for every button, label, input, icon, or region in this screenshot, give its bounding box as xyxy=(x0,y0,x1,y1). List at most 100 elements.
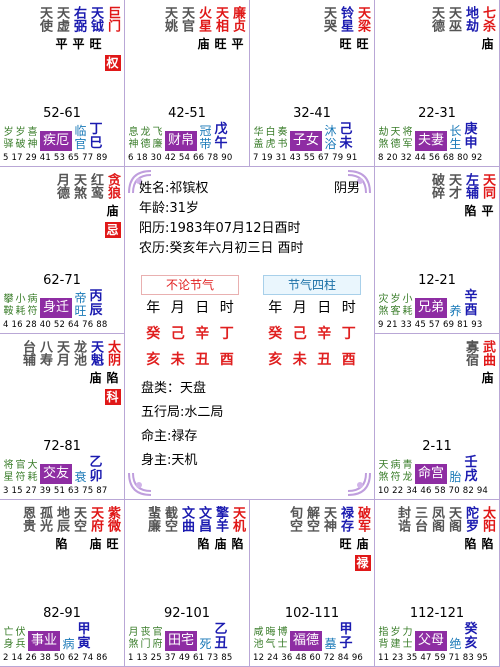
star: 红鸾 xyxy=(88,173,103,238)
gan: 丁 xyxy=(341,326,356,342)
star-brightness: 旺 xyxy=(339,37,352,51)
minor-char: 将 xyxy=(3,460,14,471)
star-brightness: 陷 xyxy=(464,204,477,218)
minor-char: 病 xyxy=(27,294,38,305)
star: 天神 xyxy=(321,506,336,571)
palace-name-badge[interactable]: 身迁 xyxy=(40,298,73,318)
palace-name-badge[interactable]: 父母 xyxy=(415,631,448,651)
hua-badge: 科 xyxy=(104,389,121,405)
gan: 己 xyxy=(170,326,185,342)
hua-badge: 权 xyxy=(104,55,121,71)
minor-char: 岁 xyxy=(15,127,26,138)
stage-char: 带 xyxy=(199,137,212,151)
key-day: 日 xyxy=(195,300,210,316)
star-name: 天巫 xyxy=(446,6,461,32)
age-range: 62-71 xyxy=(43,273,81,288)
ganzhi-char: 乙 xyxy=(214,622,228,637)
palace-name-badge[interactable]: 子女 xyxy=(290,131,323,151)
palace-name-badge[interactable]: 事业 xyxy=(28,631,61,651)
minor-star: 博士 xyxy=(277,627,288,651)
age-range: 72-81 xyxy=(43,439,81,454)
palace-middle: 月煞丧门官府田宅死乙丑 xyxy=(128,623,246,651)
changsheng-stage: 养 xyxy=(449,305,462,318)
palace-name-badge[interactable]: 疾厄 xyxy=(40,131,73,151)
minor-char: 天 xyxy=(390,127,401,138)
palace-name-badge[interactable]: 田宅 xyxy=(165,631,198,651)
solar-date: 阳历:1983年07月12日酉时 xyxy=(139,221,301,236)
star-name: 天空 xyxy=(71,506,86,532)
minor-char: 德 xyxy=(390,139,401,150)
palace-name-badge[interactable]: 财帛 xyxy=(165,131,198,151)
minor-char: 龙 xyxy=(140,127,151,138)
changsheng-stage: 衰 xyxy=(74,471,87,484)
key-hour: 时 xyxy=(341,300,356,316)
palace-name-badge[interactable]: 夫妻 xyxy=(415,131,448,151)
star: 寡宿 xyxy=(463,340,478,386)
palace-middle: 劫煞天德将军夫妻长生庚申 xyxy=(378,123,496,151)
palace-name-badge[interactable]: 交友 xyxy=(40,464,73,484)
minor-star: 岁驿 xyxy=(3,127,14,151)
star-brightness: 旺 xyxy=(89,37,102,51)
key-year: 年 xyxy=(146,300,161,316)
star-name: 蜚廉 xyxy=(145,506,160,532)
changsheng-stage: 临官 xyxy=(74,125,87,151)
minor-char: 煞 xyxy=(378,139,389,150)
ganzhi-char: 巳 xyxy=(89,136,103,151)
star-list: 廉贞平天相旺火星庙天官天姚 xyxy=(162,6,245,52)
shen-zhu: 身主:天机 xyxy=(141,453,198,468)
minor-char: 符 xyxy=(390,472,401,483)
palace-name-badge[interactable]: 福德 xyxy=(290,631,323,651)
age-list: 1 13 25 37 49 61 73 85 xyxy=(128,653,233,663)
star-name: 紫微 xyxy=(105,506,120,532)
gan: 己 xyxy=(292,326,307,342)
star-list: 武曲庙寡宿 xyxy=(463,340,495,386)
star-name: 恩贵 xyxy=(20,506,35,532)
minor-char: 天 xyxy=(378,460,389,471)
star: 陀罗陷 xyxy=(463,506,478,552)
ganzhi: 壬戌 xyxy=(464,456,478,484)
star-name: 天相 xyxy=(213,6,228,32)
star-name: 巨门 xyxy=(105,6,120,32)
minor-char: 月 xyxy=(128,627,139,638)
star: 廉贞平 xyxy=(230,6,245,52)
minor-star: 灾煞 xyxy=(378,294,389,318)
minor-stars: 咸池晦气博士 xyxy=(253,627,288,651)
star-brightness: 旺 xyxy=(356,37,369,51)
star-name: 天神 xyxy=(321,506,336,532)
ganzhi-char: 丑 xyxy=(214,636,228,651)
star-name: 天姚 xyxy=(162,6,177,32)
star: 天哭 xyxy=(321,6,336,52)
age-list: 7 19 31 43 55 67 79 91 xyxy=(253,153,358,163)
pan-type: 盘类：天盘 xyxy=(141,381,207,396)
palace-name-badge[interactable]: 兄弟 xyxy=(415,298,448,318)
corner-ornament-icon xyxy=(128,170,152,194)
star-name: 太阳 xyxy=(480,506,495,532)
star: 左辅陷 xyxy=(463,173,478,219)
hua-badge: 忌 xyxy=(104,222,121,238)
ganzhi: 辛酉 xyxy=(464,290,478,318)
star: 天官 xyxy=(179,6,194,52)
palace-name-badge[interactable]: 命宫 xyxy=(415,464,448,484)
five-element-bureau: 五行局:水二局 xyxy=(141,405,224,420)
star: 解空 xyxy=(304,506,319,571)
gan: 癸 xyxy=(268,326,283,342)
ganzhi-char: 己 xyxy=(339,122,353,137)
star-brightness: 陷 xyxy=(231,537,244,551)
star: 破军庙禄 xyxy=(354,506,371,571)
ganzhi-char: 庚 xyxy=(464,122,478,137)
